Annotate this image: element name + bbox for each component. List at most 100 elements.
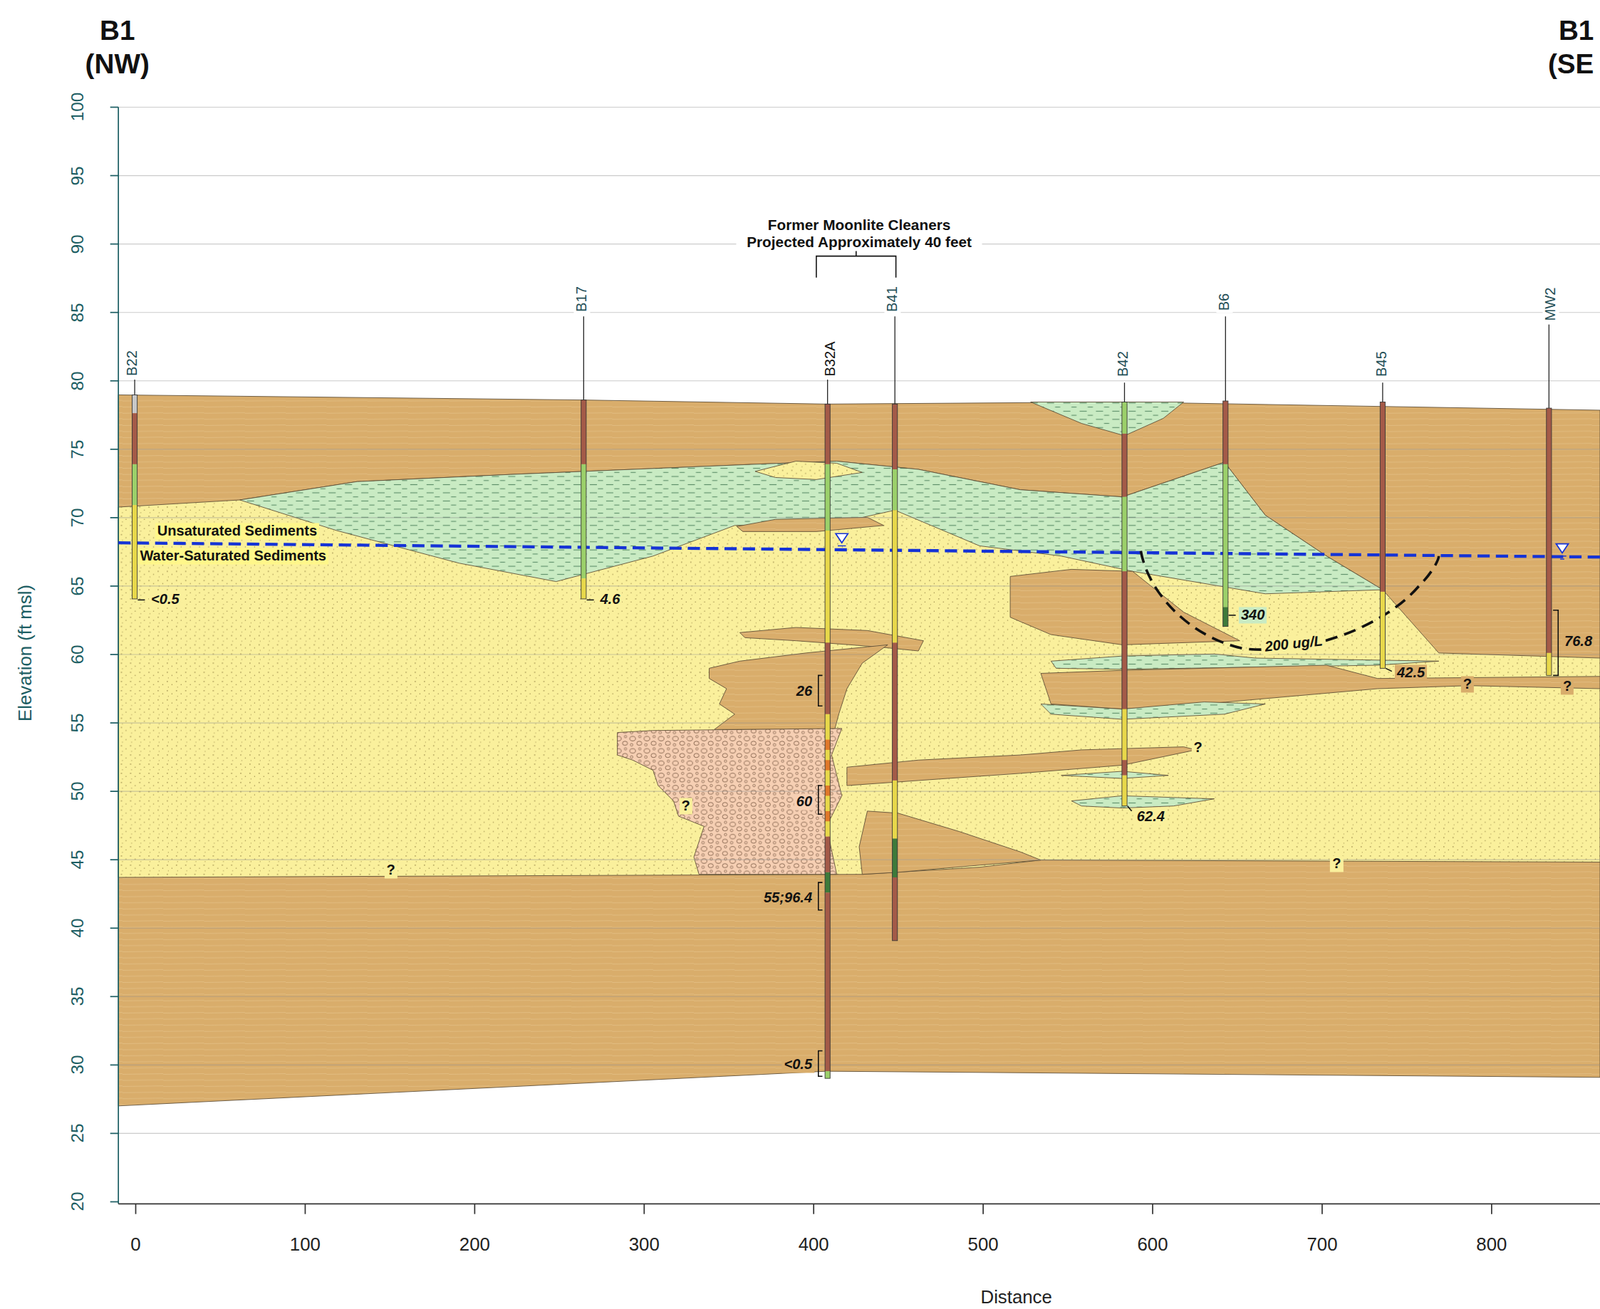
axis-tick-label: 60 (67, 644, 88, 664)
boring-interval (1223, 401, 1229, 465)
grid-line (118, 791, 1600, 793)
axis-tick-label: 500 (968, 1234, 999, 1256)
concentration-value: 62.4 (1134, 809, 1167, 826)
boring-interval (1121, 433, 1127, 498)
axis-tick-label: 20 (67, 1192, 88, 1212)
axis-tick (110, 1133, 119, 1135)
axis-tick (110, 585, 119, 587)
axis-tick-label: 75 (67, 439, 88, 459)
boring-interval (581, 400, 587, 465)
boring-interval (1121, 709, 1127, 761)
boring-outline (1121, 401, 1127, 806)
boring-interval (131, 413, 137, 465)
boring-outline (1546, 408, 1552, 676)
concentration-value: 76.8 (1562, 633, 1595, 650)
boring-interval (581, 464, 587, 579)
boring-name: B17 (573, 284, 590, 315)
boring-stem (1124, 382, 1125, 402)
boring-name: B32A (822, 339, 839, 379)
uncertainty-mark: ? (1191, 739, 1204, 756)
axis-tick-label: 45 (67, 850, 88, 870)
geology-units (118, 394, 1600, 1106)
boring-interval (892, 877, 898, 942)
boring-interval (892, 839, 898, 878)
uncertainty-mark: ? (1560, 678, 1574, 695)
axis-tick-label: 80 (67, 371, 88, 391)
axis-tick-label: 800 (1476, 1234, 1507, 1256)
boring-interval (824, 740, 830, 751)
concentration-value: 340 (1238, 606, 1268, 624)
boring-interval (824, 714, 830, 838)
boring-outline (1379, 401, 1385, 669)
axis-tick-label: 400 (798, 1234, 830, 1256)
boring-outline (892, 403, 898, 941)
boring-interval (824, 1071, 830, 1079)
zone-label: Water-Saturated Sediments (137, 547, 329, 565)
boring-stem (827, 379, 828, 404)
axis-tick (110, 653, 119, 656)
concentration-value: 4.6 (597, 591, 622, 609)
axis-tick (473, 1203, 476, 1214)
concentration-value: 26 (794, 683, 815, 701)
concentration-value: <0.5 (781, 1057, 815, 1074)
boring-interval (1546, 408, 1552, 654)
axis-tick (110, 517, 119, 519)
axis-tick (110, 380, 119, 382)
boring-interval (892, 510, 898, 643)
site-note: Former Moonlite Cleaners Projected Appro… (736, 216, 983, 251)
axis-tick (304, 1203, 307, 1214)
boring-stem (583, 316, 585, 400)
boring-name: B6 (1216, 291, 1233, 314)
boring-interval (1546, 653, 1552, 677)
axis-tick-label: 35 (67, 987, 88, 1007)
uncertainty-mark: ? (1461, 676, 1474, 694)
boring-interval (824, 643, 830, 715)
boring-interval (892, 643, 898, 781)
concentration-value: <0.5 (148, 591, 182, 609)
axis-tick (1491, 1203, 1493, 1214)
axis-tick (110, 175, 119, 177)
boring-interval (1223, 606, 1229, 627)
zone-label: Unsaturated Sediments (155, 523, 320, 540)
axis-tick-label: 85 (67, 302, 88, 322)
uncertainty-mark: ? (383, 861, 397, 879)
grid-line (118, 107, 1600, 1135)
axis-line (110, 107, 1600, 1215)
axis-tick (110, 1065, 119, 1067)
boring-interval (824, 464, 830, 531)
axis-tick-label: 65 (67, 576, 88, 596)
axis-tick (110, 106, 119, 109)
boring-name: B42 (1115, 349, 1132, 380)
concentration-value: 55;96.4 (761, 889, 815, 907)
axis-tick (982, 1203, 984, 1214)
boring-interval (1121, 401, 1127, 434)
axis-tick-label: 700 (1306, 1234, 1338, 1256)
axis-tick-label: 0 (130, 1234, 141, 1256)
axis-tick (110, 859, 119, 861)
boring-interval (824, 811, 830, 822)
axis-tick (110, 1201, 119, 1204)
concentration-contour (1140, 551, 1439, 651)
axis-tick-label: 95 (67, 165, 88, 186)
boring-interval (1121, 571, 1127, 709)
boring-interval (824, 403, 830, 465)
boring-interval (824, 785, 830, 796)
boring-stem (1382, 382, 1383, 402)
grid-line (118, 448, 1600, 450)
boring-stem (1225, 316, 1227, 402)
boring-interval (1379, 591, 1385, 669)
axis-tick-label: 55 (67, 713, 88, 733)
grid-line (118, 859, 1600, 861)
grid-line (118, 175, 1600, 176)
boring-interval (892, 780, 898, 840)
boring-interval (824, 892, 830, 1072)
boring-interval (892, 469, 898, 511)
grid-line (118, 517, 1600, 518)
section-end-label: (SE (1547, 48, 1595, 81)
uncertainty-mark: ? (1330, 856, 1343, 873)
boring-stem (1548, 324, 1550, 409)
axis-tick-label: 600 (1136, 1234, 1168, 1256)
boring-interval (892, 403, 898, 470)
axis-tick-label: 90 (67, 234, 88, 254)
